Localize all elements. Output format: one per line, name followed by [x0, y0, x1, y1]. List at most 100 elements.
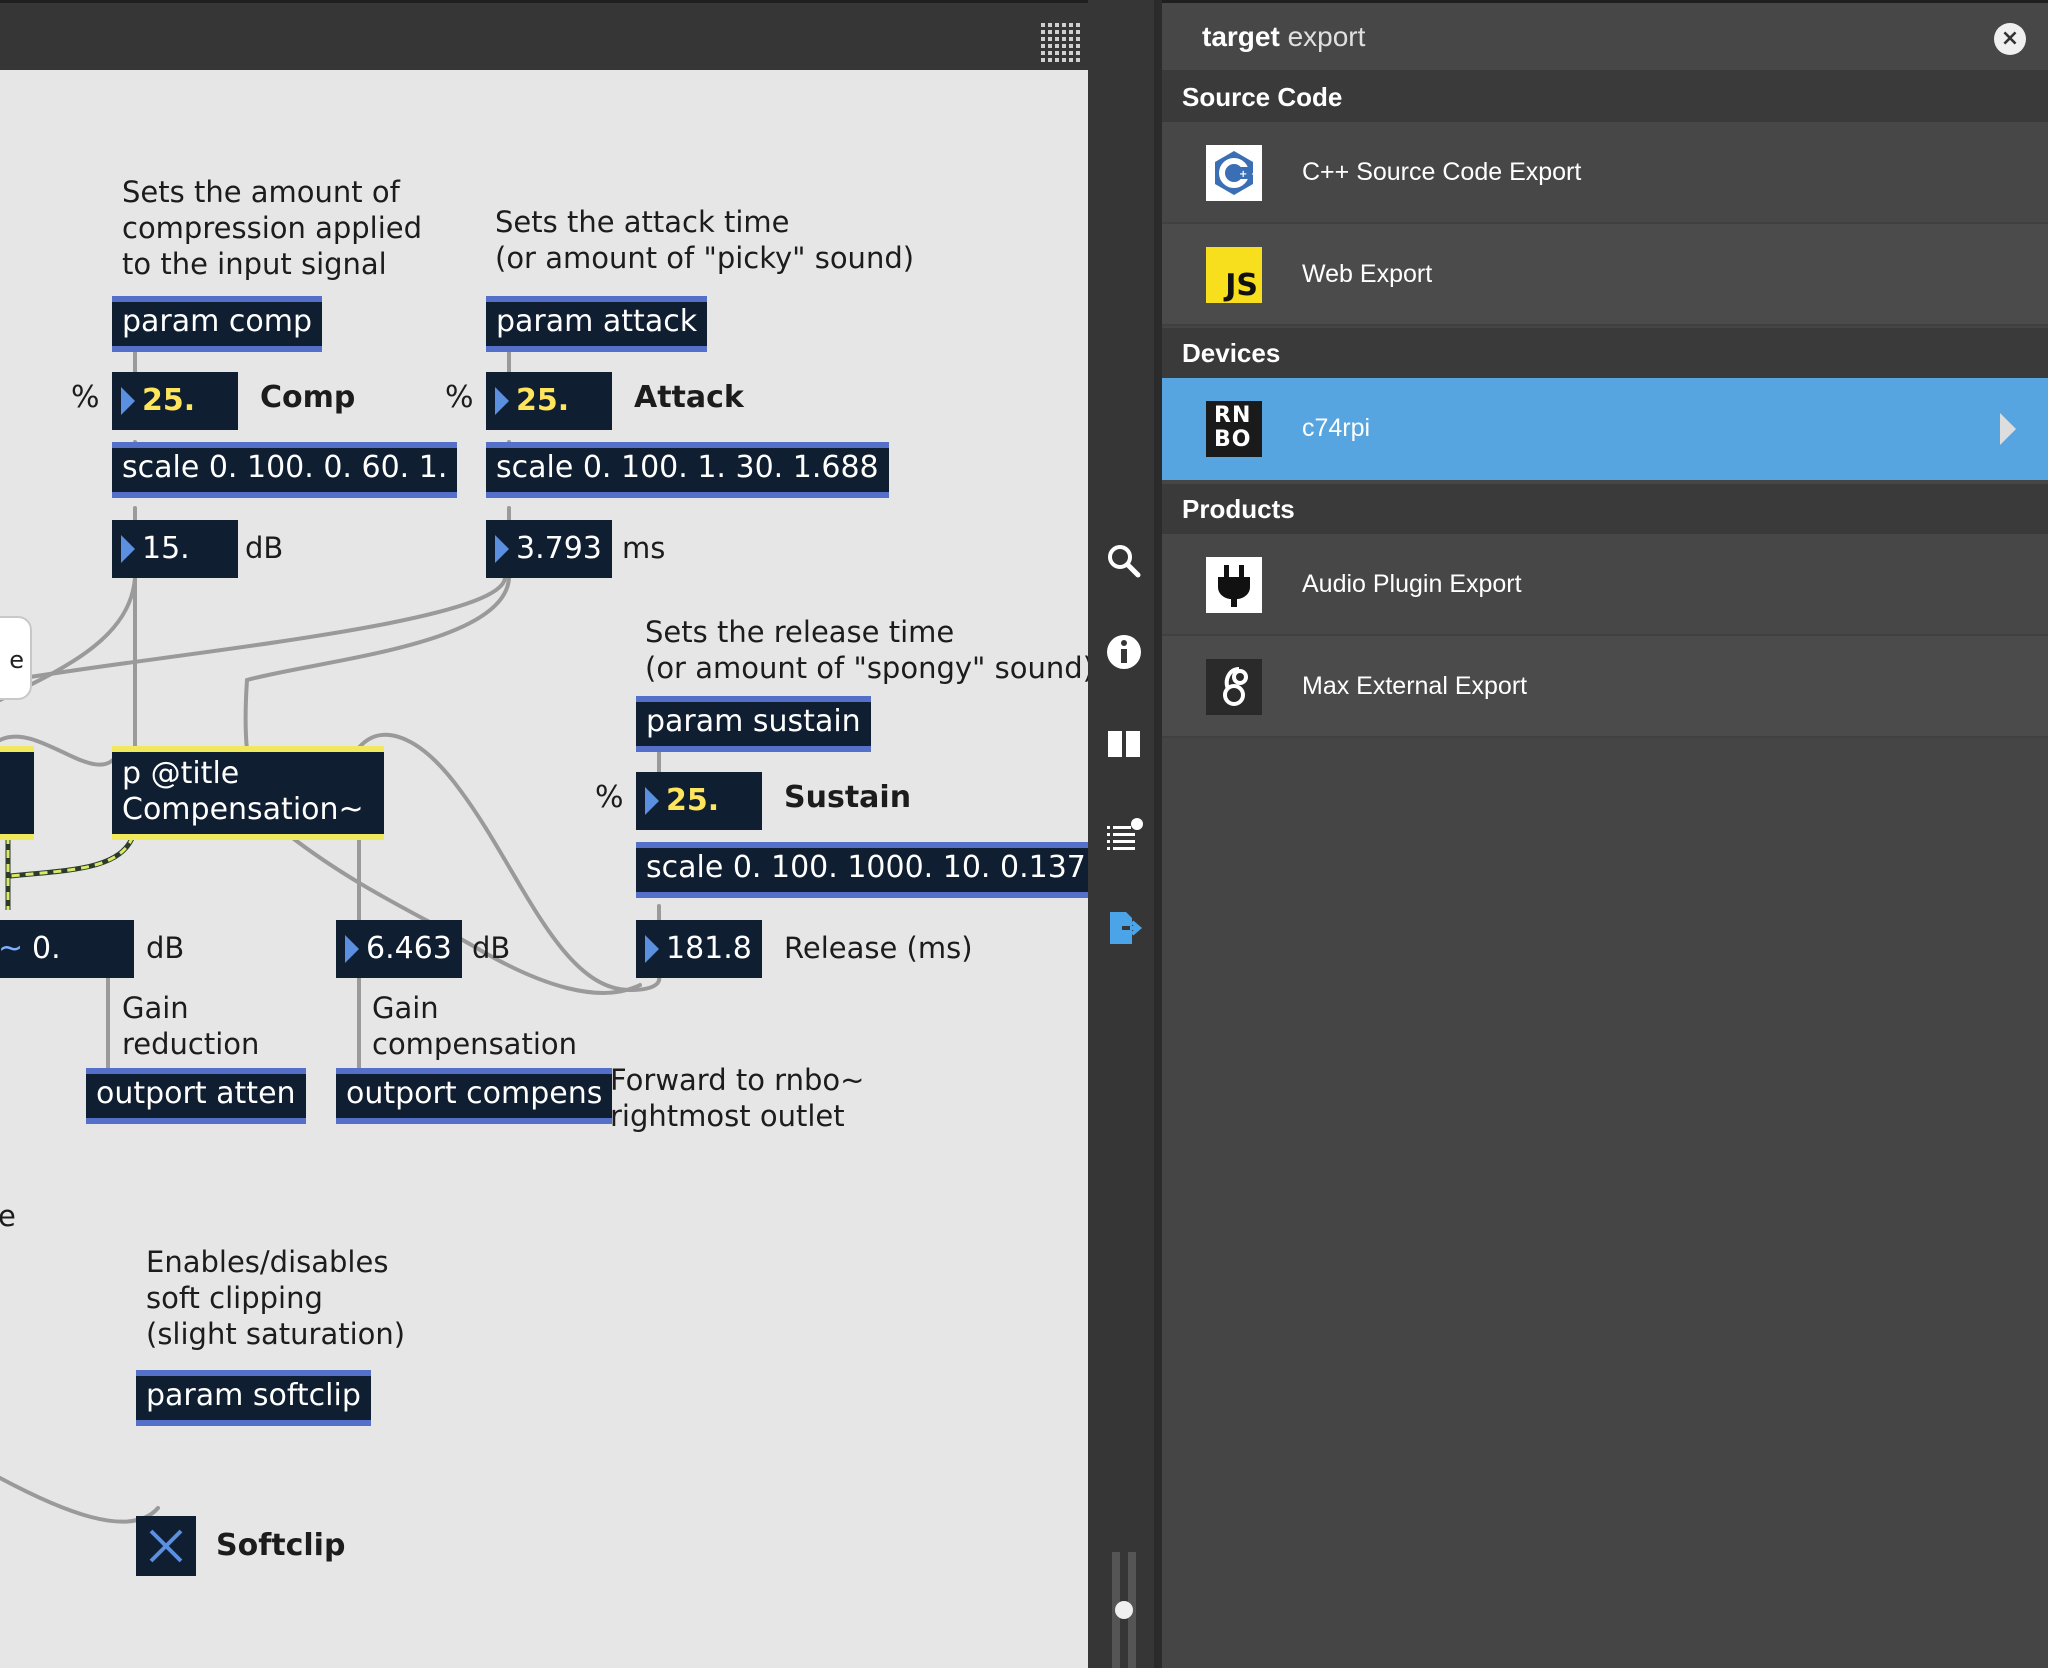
release-label: Release (ms)	[784, 931, 973, 965]
level-meter-icon[interactable]	[1104, 1552, 1144, 1668]
sustain-label: Sustain	[784, 780, 912, 815]
svg-text:+ +: + +	[1239, 169, 1259, 180]
gain-reduction-number-box[interactable]: ~0.	[0, 920, 134, 978]
comp-number-box[interactable]: 25.	[112, 372, 238, 430]
export-panel: target export × Source Code + + C++ Sour…	[1162, 0, 2048, 1668]
comp-label: Comp	[260, 380, 356, 415]
scale-sustain-text: scale 0. 100. 1000. 10. 0.1375	[646, 850, 1088, 885]
x-check-icon	[149, 1529, 183, 1563]
rnbo-icon: RN BO	[1206, 401, 1262, 457]
left-subpatch-object[interactable]	[0, 746, 34, 840]
attack-number-box[interactable]: 25.	[486, 372, 612, 430]
message-bubble[interactable]: e	[0, 616, 32, 700]
gain-reduction-comment: Gain reduction	[122, 991, 260, 1061]
chevron-right-icon[interactable]	[2000, 413, 2016, 445]
release-number-value: 181.8	[666, 931, 752, 966]
patcher-canvas[interactable]: e e Sets the amount of compression appli…	[0, 70, 1088, 1668]
db-number-value: 15.	[142, 531, 190, 566]
grid-icon[interactable]	[1039, 21, 1083, 65]
export-item-web[interactable]: JS Web Export	[1162, 224, 2048, 326]
triangle-icon	[121, 387, 135, 415]
ms-number-box[interactable]: 3.793	[486, 520, 612, 578]
book-icon[interactable]	[1104, 724, 1144, 764]
param-attack-text: param attack	[496, 304, 698, 339]
triangle-icon	[495, 535, 509, 563]
attack-number-value: 25.	[516, 383, 570, 418]
section-devices: Devices	[1162, 328, 2048, 378]
export-item-audio-plugin[interactable]: Audio Plugin Export	[1162, 534, 2048, 636]
export-item-audio-plugin-label: Audio Plugin Export	[1302, 570, 1522, 598]
param-attack-object[interactable]: param attack	[486, 296, 708, 352]
release-comment: Sets the release time (or amount of "spo…	[645, 615, 1088, 685]
attack-label: Attack	[634, 380, 744, 415]
gain-compensation-comment: Gain compensation	[372, 991, 577, 1061]
triangle-icon	[121, 535, 135, 563]
triangle-icon	[495, 387, 509, 415]
panel-header: target export ×	[1162, 0, 2048, 72]
cpp-icon: + +	[1206, 145, 1262, 201]
plug-icon	[1206, 557, 1262, 613]
panel-title-rest: export	[1287, 21, 1366, 52]
cycling74-icon	[1206, 659, 1262, 715]
device-item-label: c74rpi	[1302, 414, 1371, 442]
compensation-subpatch-object[interactable]: p @title Compensation~	[112, 746, 384, 840]
outport-compens-object[interactable]: outport compens	[336, 1068, 613, 1124]
export-item-web-label: Web Export	[1302, 260, 1433, 288]
close-button[interactable]: ×	[1994, 23, 2026, 55]
ms-number-value: 3.793	[516, 531, 602, 566]
ms-unit-label: ms	[622, 531, 666, 565]
section-source-code: Source Code	[1162, 72, 2048, 122]
attack-comment: Sets the attack time (or amount of "pick…	[495, 205, 915, 275]
release-number-box[interactable]: 181.8	[636, 920, 762, 978]
tilde-icon: ~	[0, 931, 24, 966]
gain-reduction-unit-label: dB	[146, 931, 185, 965]
comp-comment: Sets the amount of compression applied t…	[122, 175, 423, 281]
panel-title-bold: target	[1202, 21, 1280, 52]
outport-atten-object[interactable]: outport atten	[86, 1068, 306, 1124]
gain-compensation-unit-label: dB	[472, 931, 511, 965]
console-list-icon[interactable]	[1104, 816, 1144, 856]
attack-percent-label: %	[445, 380, 474, 415]
db-number-box[interactable]: 15.	[112, 520, 238, 578]
info-icon[interactable]	[1104, 632, 1144, 672]
device-item-c74rpi[interactable]: RN BO c74rpi	[1162, 378, 2048, 480]
param-comp-text: param comp	[122, 304, 313, 339]
gain-compensation-number-box[interactable]: 6.463	[336, 920, 462, 978]
scale-sustain-object[interactable]: scale 0. 100. 1000. 10. 0.1375	[636, 842, 1088, 898]
panel-title: target export	[1202, 21, 1365, 53]
outport-compens-text: outport compens	[346, 1076, 603, 1111]
triangle-icon	[345, 935, 359, 963]
scale-comp-object[interactable]: scale 0. 100. 0. 60. 1.	[112, 442, 458, 498]
forward-comment: Forward to rnbo~ rightmost outlet	[610, 1063, 865, 1133]
export-item-cpp-label: C++ Source Code Export	[1302, 158, 1582, 186]
gain-compensation-value: 6.463	[366, 931, 452, 966]
javascript-icon-text: JS	[1225, 268, 1258, 303]
export-icon[interactable]	[1104, 908, 1144, 948]
param-softclip-object[interactable]: param softclip	[136, 1370, 371, 1426]
scale-comp-text: scale 0. 100. 0. 60. 1.	[122, 450, 448, 485]
gain-reduction-value: 0.	[32, 931, 61, 966]
param-softclip-text: param softclip	[146, 1378, 361, 1413]
scale-attack-text: scale 0. 100. 1. 30. 1.688	[496, 450, 879, 485]
sustain-number-value: 25.	[666, 783, 720, 818]
sustain-number-box[interactable]: 25.	[636, 772, 762, 830]
sidebar-toolbar	[1088, 0, 1158, 1668]
export-item-cpp[interactable]: + + C++ Source Code Export	[1162, 122, 2048, 224]
export-item-max-external-label: Max External Export	[1302, 672, 1528, 700]
rnbo-icon-bottom: BO	[1214, 427, 1252, 452]
comp-percent-label: %	[71, 380, 100, 415]
search-icon[interactable]	[1104, 541, 1144, 581]
patcher-toolbar	[0, 0, 1088, 70]
softclip-toggle[interactable]	[136, 1516, 196, 1576]
section-products: Products	[1162, 484, 2048, 534]
outport-atten-text: outport atten	[96, 1076, 296, 1111]
param-sustain-object[interactable]: param sustain	[636, 696, 871, 752]
scale-attack-object[interactable]: scale 0. 100. 1. 30. 1.688	[486, 442, 889, 498]
edge-comment: e	[0, 1199, 16, 1233]
param-comp-object[interactable]: param comp	[112, 296, 323, 352]
softclip-comment: Enables/disables soft clipping (slight s…	[146, 1245, 406, 1351]
comp-number-value: 25.	[142, 383, 196, 418]
rnbo-icon-top: RN	[1214, 403, 1252, 428]
sustain-percent-label: %	[595, 780, 624, 815]
export-item-max-external[interactable]: Max External Export	[1162, 636, 2048, 738]
